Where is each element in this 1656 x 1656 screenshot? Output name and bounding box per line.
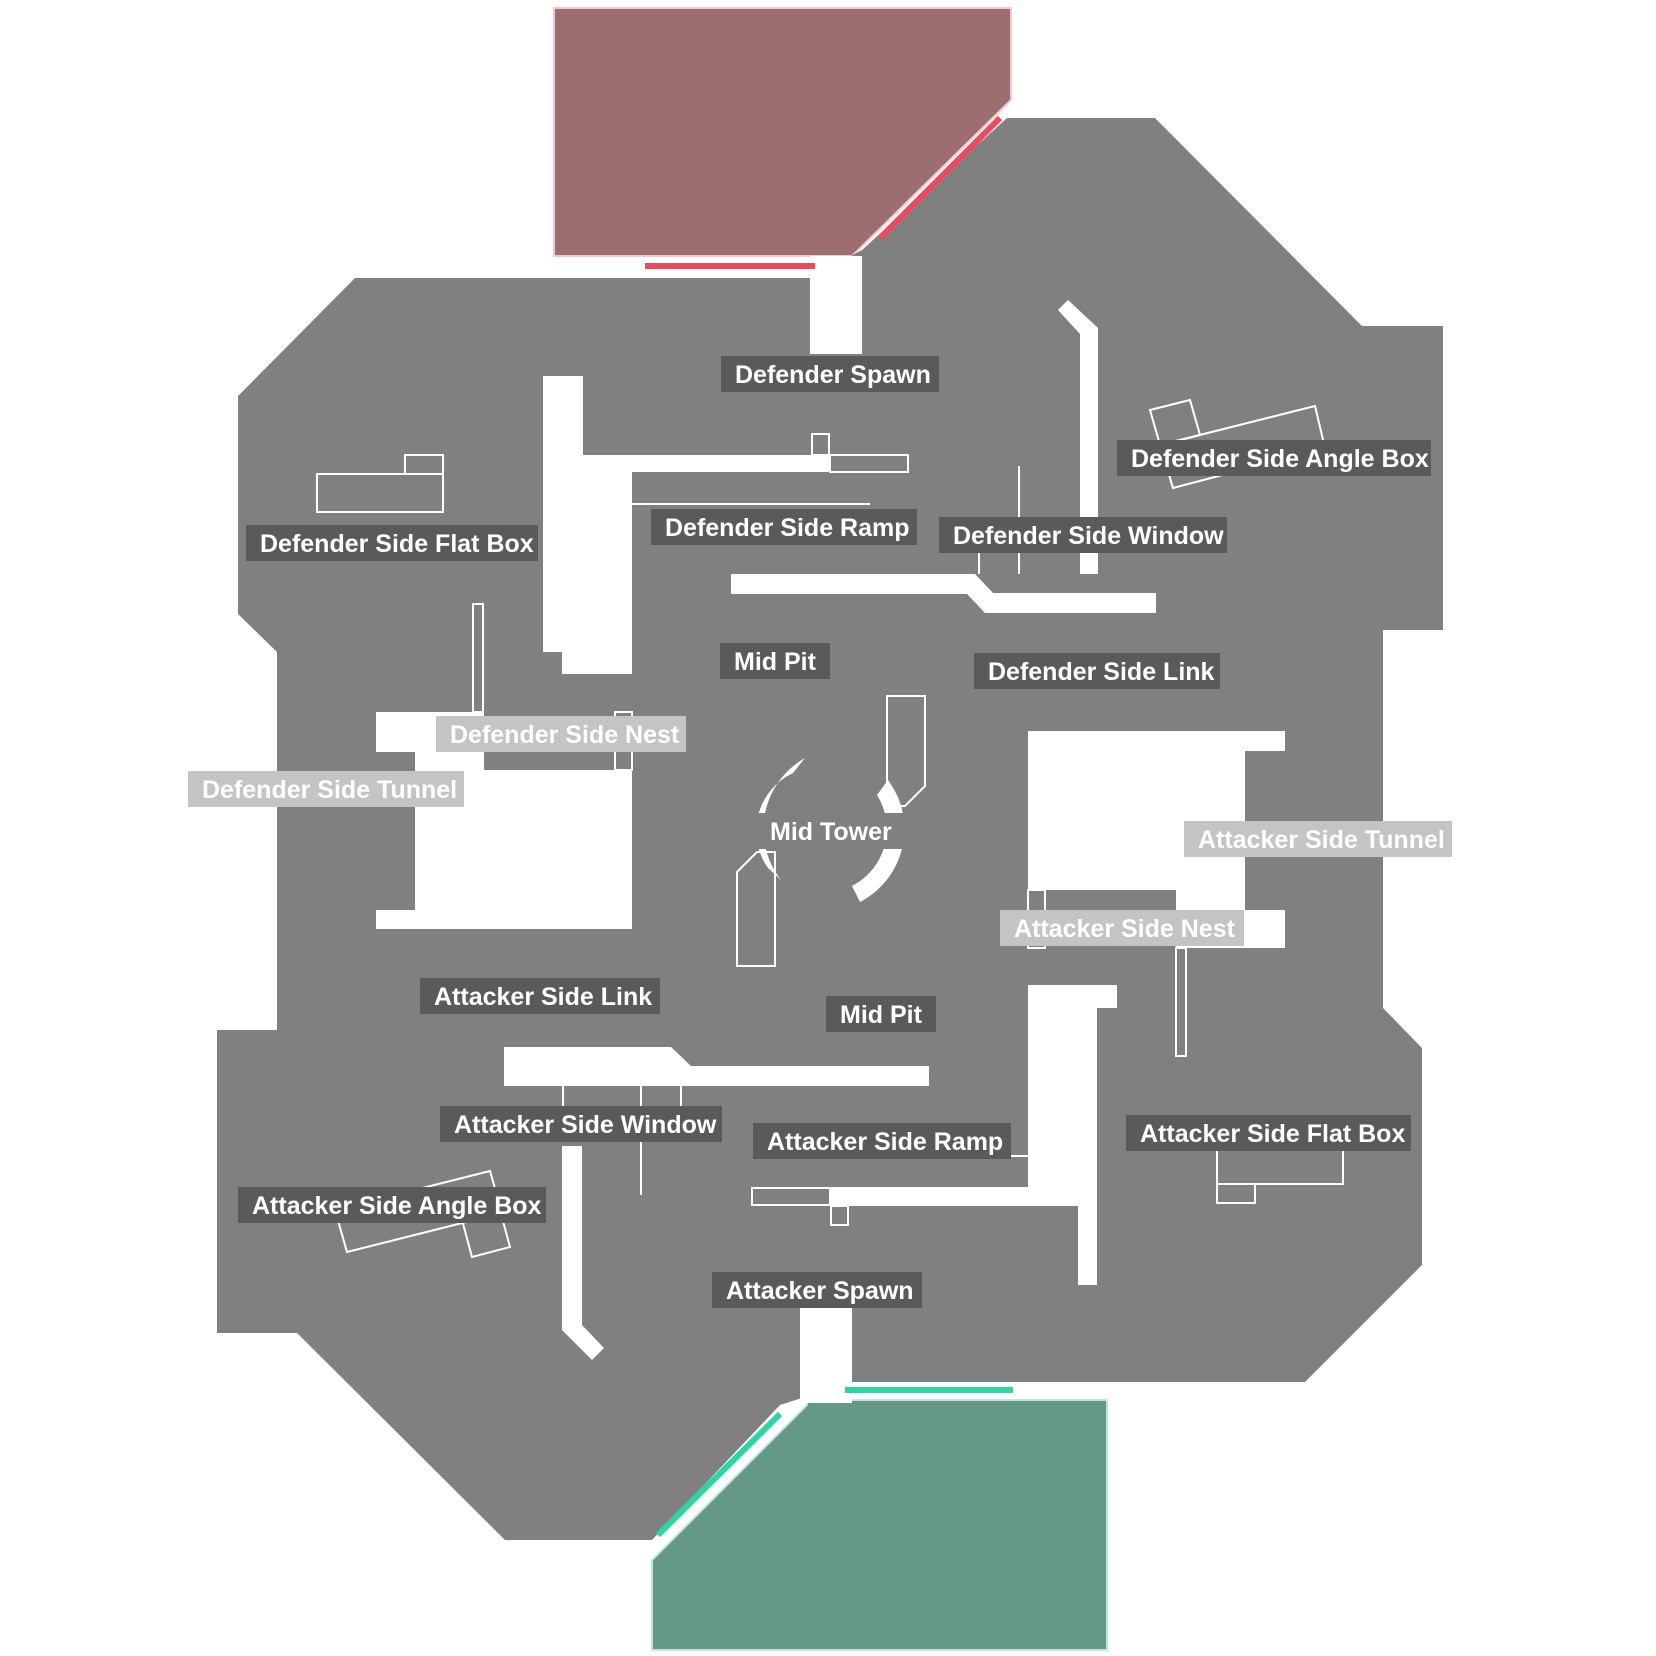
label-attacker-spawn: Attacker Spawn bbox=[712, 1272, 922, 1308]
attacker-ramp-box bbox=[830, 1205, 849, 1226]
label-text: Attacker Side Nest bbox=[1014, 915, 1236, 943]
defender-nest-pole bbox=[472, 603, 484, 713]
attacker-barrier-diagonal bbox=[655, 1411, 783, 1538]
mid-tower-arc-right bbox=[852, 780, 905, 902]
defender-flat-box-top bbox=[404, 454, 444, 475]
label-text: Mid Tower bbox=[770, 818, 892, 846]
label-mid-pit-bottom: Mid Pit bbox=[826, 996, 936, 1032]
label-text: Attacker Side Link bbox=[434, 983, 652, 1011]
label-mid-tower: Mid Tower bbox=[756, 813, 906, 849]
attacker-ramp-ledge bbox=[751, 1187, 831, 1206]
label-text: Attacker Side Angle Box bbox=[252, 1192, 542, 1220]
label-attacker-side-ramp: Attacker Side Ramp bbox=[753, 1123, 1011, 1159]
label-text: Attacker Side Tunnel bbox=[1198, 826, 1445, 854]
defender-ramp-ledge bbox=[829, 454, 909, 473]
label-text: Defender Spawn bbox=[735, 361, 931, 389]
label-text: Defender Side Nest bbox=[450, 721, 680, 749]
attacker-flat-box-bottom bbox=[1216, 1183, 1256, 1204]
callout-labels: Defender Spawn Defender Side Angle Box D… bbox=[188, 356, 1452, 1308]
attacker-nest-pole bbox=[1175, 947, 1187, 1057]
label-mid-pit-top: Mid Pit bbox=[720, 643, 830, 679]
attacker-spawn-corridor bbox=[800, 1303, 852, 1403]
label-defender-side-angle-box: Defender Side Angle Box bbox=[1117, 440, 1431, 476]
label-attacker-side-window: Attacker Side Window bbox=[440, 1106, 722, 1142]
walls bbox=[376, 256, 1285, 1403]
spawn-barriers bbox=[645, 115, 1013, 1538]
label-attacker-side-tunnel: Attacker Side Tunnel bbox=[1184, 821, 1452, 857]
label-text: Mid Pit bbox=[734, 648, 817, 676]
label-text: Attacker Side Window bbox=[454, 1111, 717, 1139]
wall-attacker-window-post bbox=[562, 1146, 604, 1360]
attacker-spawn-room bbox=[651, 1399, 1108, 1651]
defender-ramp-box bbox=[811, 433, 830, 456]
wall-attacker-window bbox=[504, 1047, 929, 1086]
label-text: Defender Side Tunnel bbox=[202, 776, 457, 804]
wall-defender-ramp-block bbox=[543, 376, 830, 674]
label-attacker-side-link: Attacker Side Link bbox=[420, 978, 660, 1014]
label-defender-side-flat-box: Defender Side Flat Box bbox=[246, 525, 538, 561]
label-text: Defender Side Link bbox=[988, 658, 1215, 686]
label-text: Defender Side Angle Box bbox=[1131, 445, 1429, 473]
label-attacker-side-flat-box: Attacker Side Flat Box bbox=[1126, 1115, 1411, 1151]
wall-defender-tunnel-block bbox=[376, 712, 632, 929]
label-text: Defender Side Window bbox=[953, 522, 1224, 550]
mid-tower-box-top bbox=[886, 695, 926, 807]
wall-attacker-ramp-block bbox=[831, 985, 1117, 1285]
label-text: Attacker Spawn bbox=[726, 1277, 914, 1305]
wall-defender-window-post bbox=[1058, 300, 1098, 574]
label-defender-side-tunnel: Defender Side Tunnel bbox=[188, 771, 464, 807]
label-defender-side-window: Defender Side Window bbox=[939, 517, 1227, 553]
wall-defender-window bbox=[731, 574, 1156, 613]
label-text: Defender Side Ramp bbox=[665, 514, 910, 542]
label-defender-side-link: Defender Side Link bbox=[974, 653, 1220, 689]
label-text: Defender Side Flat Box bbox=[260, 530, 534, 558]
label-defender-side-ramp: Defender Side Ramp bbox=[651, 509, 917, 545]
label-defender-side-nest: Defender Side Nest bbox=[436, 716, 686, 752]
mid-tower-box-bottom bbox=[736, 851, 776, 967]
defender-spawn-corridor bbox=[810, 256, 862, 354]
label-attacker-side-nest: Attacker Side Nest bbox=[1000, 910, 1244, 946]
label-defender-spawn: Defender Spawn bbox=[721, 356, 939, 392]
label-attacker-side-angle-box: Attacker Side Angle Box bbox=[238, 1187, 546, 1223]
label-text: Attacker Side Flat Box bbox=[1140, 1120, 1405, 1148]
defender-barrier-diagonal bbox=[877, 115, 1003, 241]
defender-spawn-room bbox=[553, 7, 1012, 257]
wall-attacker-tunnel-block bbox=[1028, 731, 1285, 948]
defender-flat-box bbox=[316, 473, 444, 513]
label-text: Attacker Side Ramp bbox=[767, 1128, 1003, 1156]
label-text: Mid Pit bbox=[840, 1001, 923, 1029]
